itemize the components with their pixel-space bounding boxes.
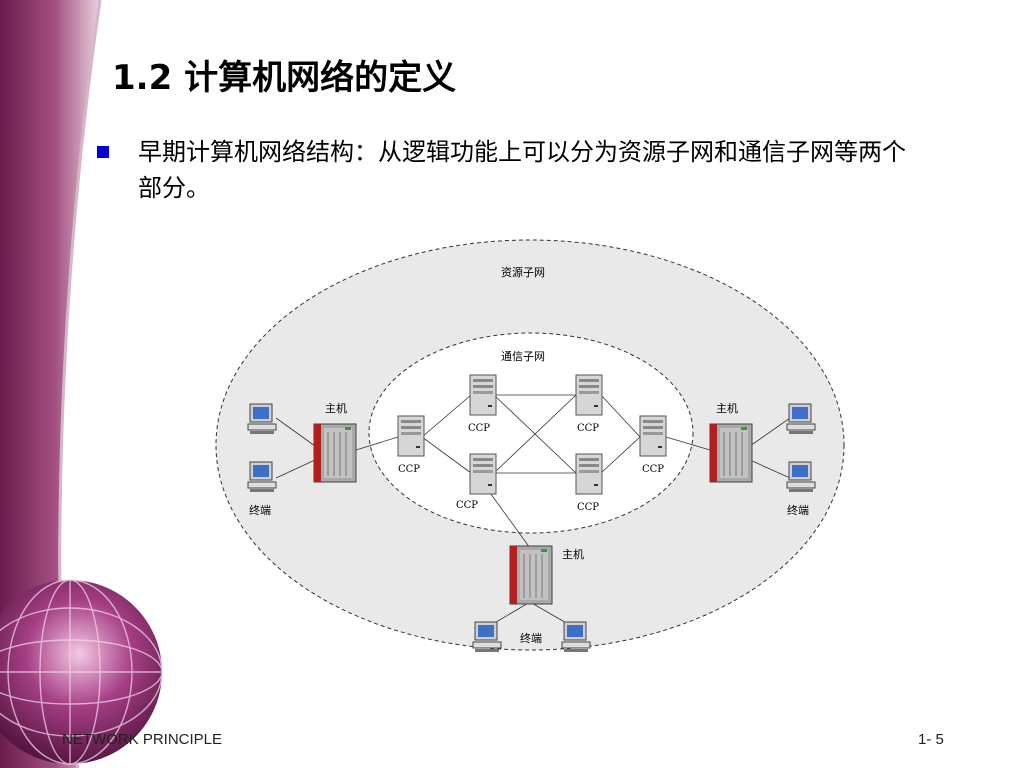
ccp-label: CCP [642, 464, 664, 475]
resource-subnet-label: 资源子网 [501, 265, 545, 279]
terminal-icon [247, 461, 277, 493]
bullet-square-icon [97, 146, 109, 158]
host-icon [709, 423, 753, 483]
terminal-icon [247, 403, 277, 435]
ccp-server-icon [469, 374, 497, 416]
terminal-label: 终端 [787, 503, 809, 517]
footer-page-number: 1- 5 [918, 731, 944, 748]
ccp-server-icon [397, 415, 425, 457]
bullet-text: 早期计算机网络结构：从逻辑功能上可以分为资源子网和通信子网等两个部分。 [138, 138, 906, 202]
comm-subnet-boundary [368, 332, 694, 534]
network-links [275, 394, 791, 629]
terminal-icon [786, 461, 816, 493]
host-icon [313, 423, 357, 483]
ccp-server-icon [575, 374, 603, 416]
terminal-label: 终端 [249, 503, 271, 517]
ccp-label: CCP [398, 464, 420, 475]
footer-course-name: NETWORK PRINCIPLE [62, 731, 223, 748]
terminal-icon [472, 621, 502, 653]
terminal-icon [561, 621, 591, 653]
ccp-label: CCP [577, 502, 599, 513]
host-label: 主机 [325, 401, 347, 415]
ccp-label: CCP [577, 423, 599, 434]
ccp-server-icon [575, 453, 603, 495]
terminal-label: 终端 [520, 631, 542, 645]
ccp-label: CCP [468, 423, 490, 434]
ccp-label: CCP [456, 500, 478, 511]
comm-subnet-label: 通信子网 [501, 350, 545, 363]
host-icon [509, 545, 553, 605]
globe-icon [0, 579, 163, 765]
host-label: 主机 [716, 401, 738, 415]
ccp-server-icon [639, 415, 667, 457]
terminal-icon [786, 403, 816, 435]
ccp-server-icon [469, 453, 497, 495]
host-label: 主机 [562, 547, 584, 561]
slide-title: 1.2 计算机网络的定义 [112, 58, 457, 98]
